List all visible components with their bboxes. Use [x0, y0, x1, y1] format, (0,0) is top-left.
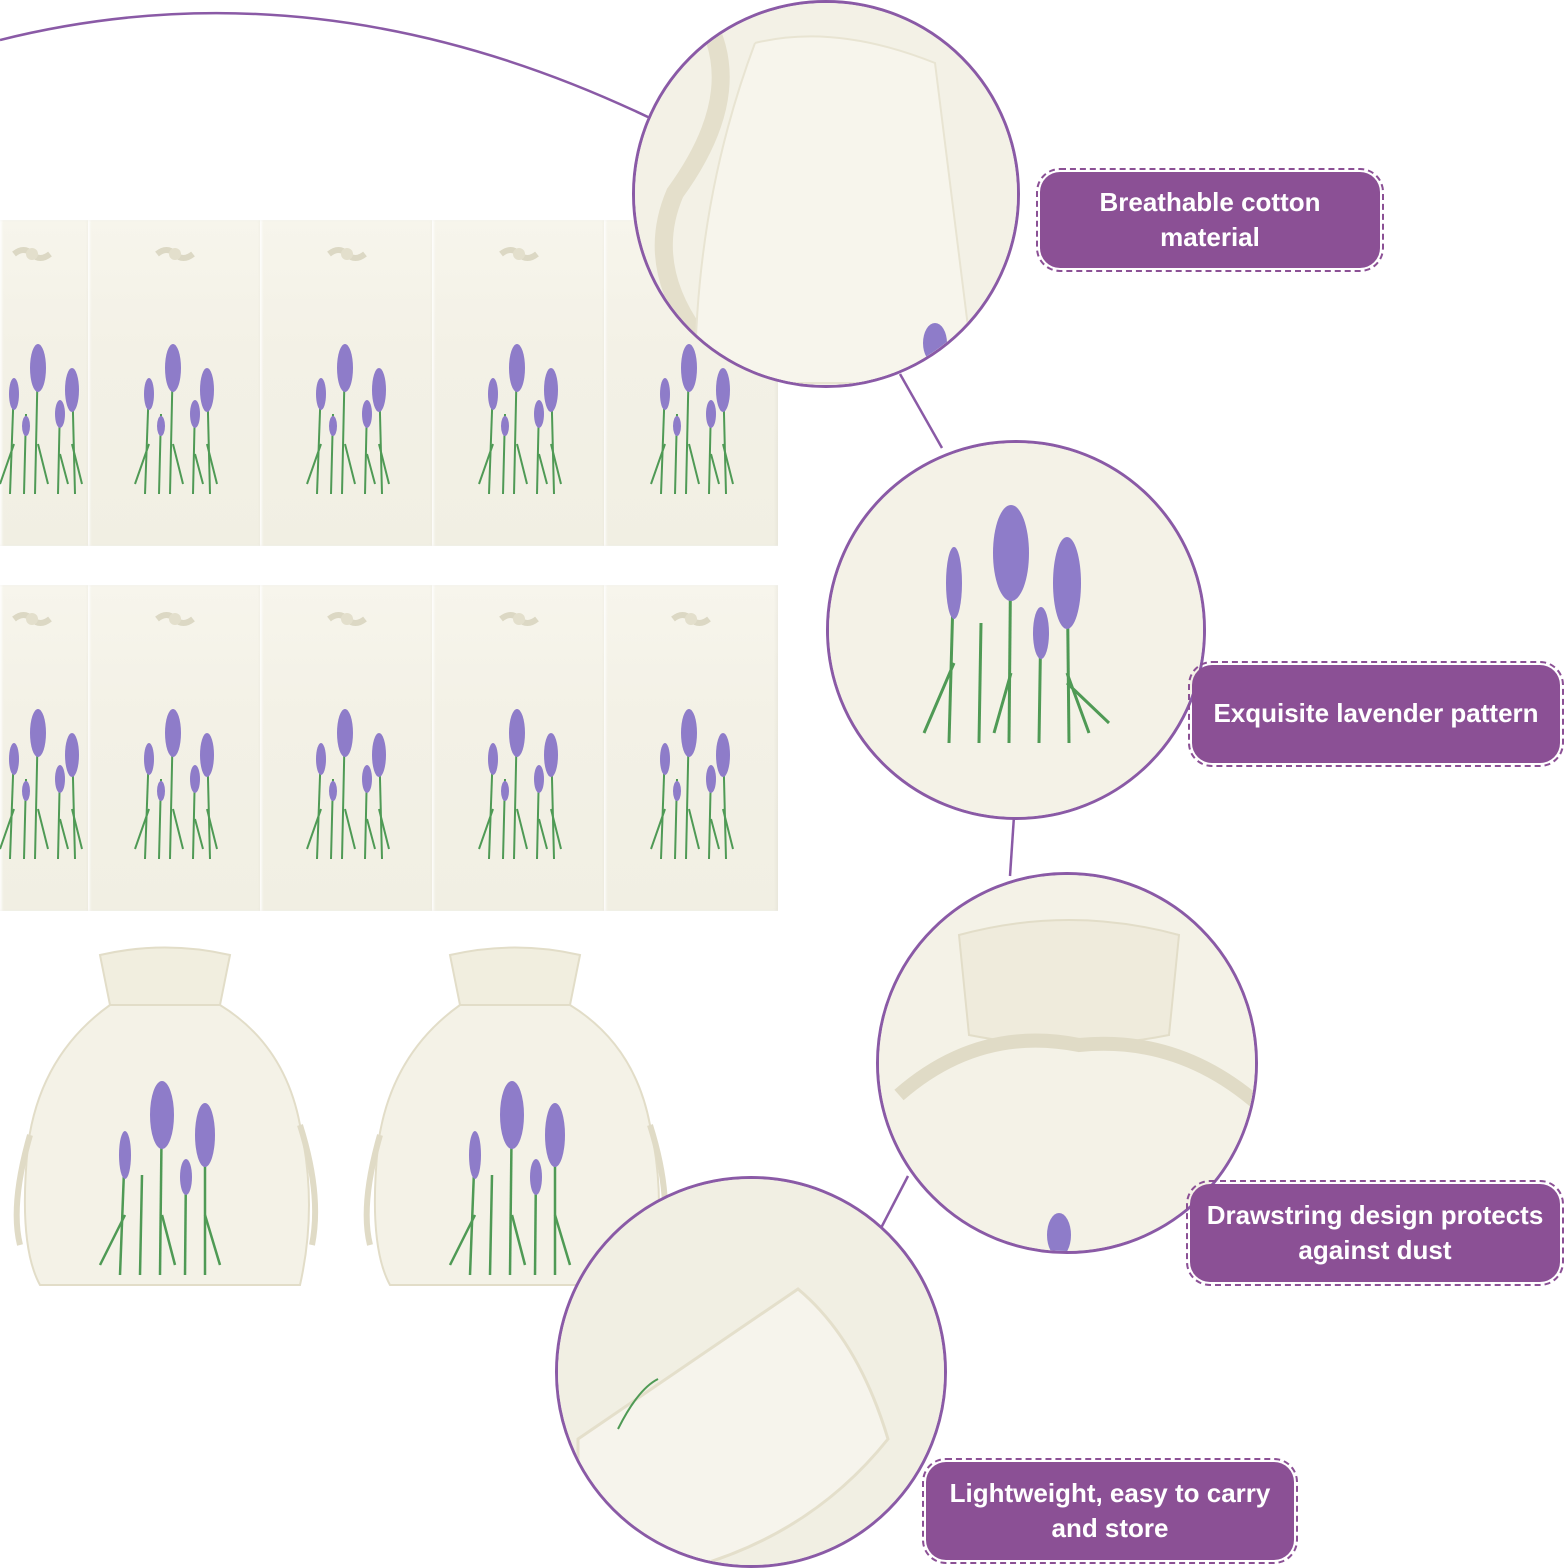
pouch — [432, 585, 606, 911]
pouch — [0, 585, 90, 911]
drawstring-knot-icon — [327, 612, 367, 626]
lavender-icon — [134, 709, 218, 859]
pouch — [604, 585, 778, 911]
feature-label-lavender: Exquisite lavender pattern — [1188, 661, 1564, 767]
pouch — [88, 220, 262, 546]
drawstring-knot-icon — [155, 247, 195, 261]
lavender-icon — [306, 344, 390, 494]
lavender-icon — [306, 709, 390, 859]
feature-label-text: Drawstring design protects against dust — [1206, 1199, 1544, 1265]
drawstring-knot-icon — [499, 612, 539, 626]
pouch — [432, 220, 606, 546]
feature-label-text: Lightweight, easy to carry and store — [949, 1477, 1271, 1543]
drawstring-knot-icon — [12, 612, 52, 626]
drawstring-knot-icon — [671, 612, 711, 626]
drawstring-bag — [363, 946, 669, 1286]
pouch — [88, 585, 262, 911]
lavender-icon — [650, 344, 734, 494]
lavender-icon — [0, 344, 83, 494]
pouch — [260, 220, 434, 546]
lavender-icon — [0, 709, 83, 859]
pouch-strip-bottom — [0, 585, 846, 911]
lavender-icon — [134, 344, 218, 494]
pouch — [260, 585, 434, 911]
feature-label-lightweight: Lightweight, easy to carry and store — [922, 1458, 1298, 1564]
pouch — [0, 220, 90, 546]
feature-label-cotton: Breathable cotton material — [1036, 168, 1384, 272]
drawstring-knot-icon — [155, 612, 195, 626]
feature-label-text: Breathable cotton material — [1099, 186, 1321, 252]
lavender-icon — [478, 344, 562, 494]
lavender-icon — [478, 709, 562, 859]
cotton-closeup-icon — [632, 0, 1020, 388]
drawstring-knot-icon — [327, 247, 367, 261]
drawstring-knot-icon — [499, 247, 539, 261]
drawstring-closeup-icon — [876, 872, 1258, 1254]
feature-label-text: Exquisite lavender pattern — [1213, 698, 1539, 729]
feature-label-drawstring: Drawstring design protects against dust — [1186, 1180, 1564, 1286]
drawstring-knot-icon — [12, 247, 52, 261]
drawstring-bag — [13, 946, 319, 1286]
lavender-closeup-icon — [826, 440, 1206, 820]
lavender-icon — [650, 709, 734, 859]
fabric-fold-closeup-icon — [555, 1176, 947, 1568]
